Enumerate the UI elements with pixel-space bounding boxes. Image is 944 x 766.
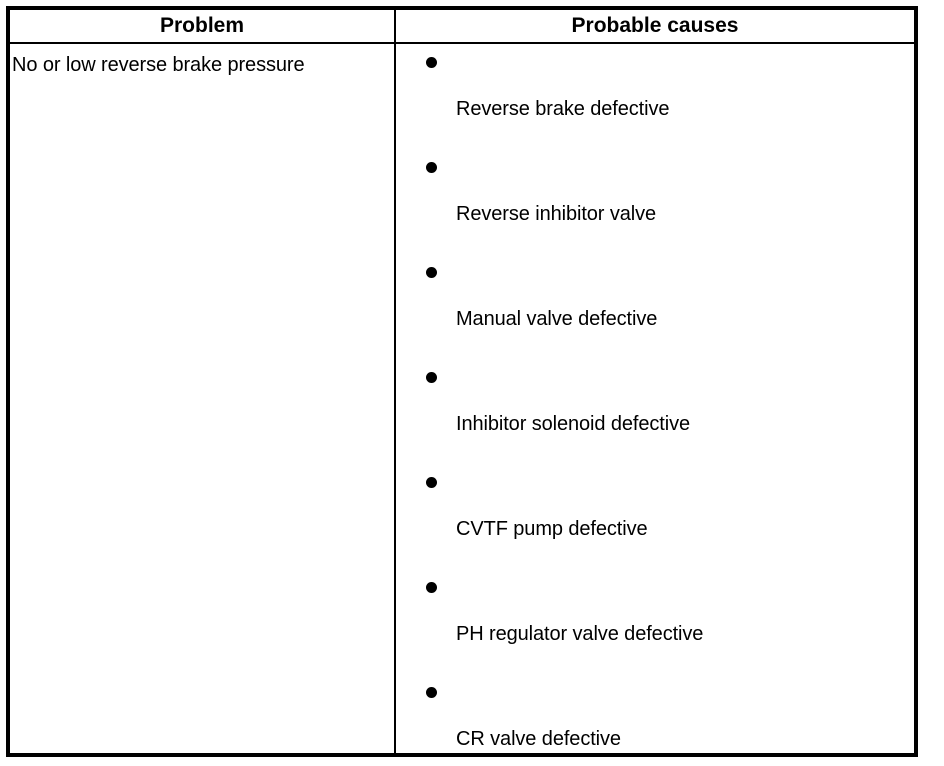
bullet-icon <box>426 267 437 278</box>
bullet-icon <box>426 477 437 488</box>
cause-list-item: Reverse brake defective <box>396 46 914 151</box>
table-cell-problem: No or low reverse brake pressure <box>10 46 394 753</box>
table-cell-probable-causes: Reverse brake defective Reverse inhibito… <box>396 46 914 753</box>
bullet-icon <box>426 57 437 68</box>
cause-label: Manual valve defective <box>456 308 658 330</box>
cause-label: PH regulator valve defective <box>456 623 704 645</box>
bullet-icon <box>426 162 437 173</box>
bullet-icon <box>426 372 437 383</box>
problem-description: No or low reverse brake pressure <box>12 54 305 76</box>
cause-label: Reverse inhibitor valve <box>456 203 657 225</box>
cause-label: Reverse brake defective <box>456 98 670 120</box>
column-header-probable-causes-label: Probable causes <box>571 14 739 37</box>
table-body: No or low reverse brake pressure Reverse… <box>10 46 914 753</box>
bullet-icon <box>426 687 437 698</box>
cause-label: Inhibitor solenoid defective <box>456 413 691 435</box>
bullet-icon <box>426 582 437 593</box>
column-divider <box>394 10 396 753</box>
column-header-probable-causes: Probable causes <box>396 10 914 42</box>
cause-list-item: CVTF pump defective <box>396 466 914 571</box>
column-header-problem: Problem <box>10 10 394 42</box>
cause-label: CVTF pump defective <box>456 518 648 540</box>
cause-list-item: Manual valve defective <box>396 256 914 361</box>
cause-list-item: Inhibitor solenoid defective <box>396 361 914 466</box>
cause-list-item: Reverse inhibitor valve <box>396 151 914 256</box>
column-header-problem-label: Problem <box>159 14 245 37</box>
cause-label: CR valve defective <box>456 728 621 750</box>
cause-list-item: PH regulator valve defective <box>396 571 914 676</box>
cause-list-item: CR valve defective <box>396 676 914 753</box>
table-header-row: Problem Probable causes <box>10 10 914 44</box>
troubleshooting-table: Problem Probable causes No or low revers… <box>6 6 918 757</box>
